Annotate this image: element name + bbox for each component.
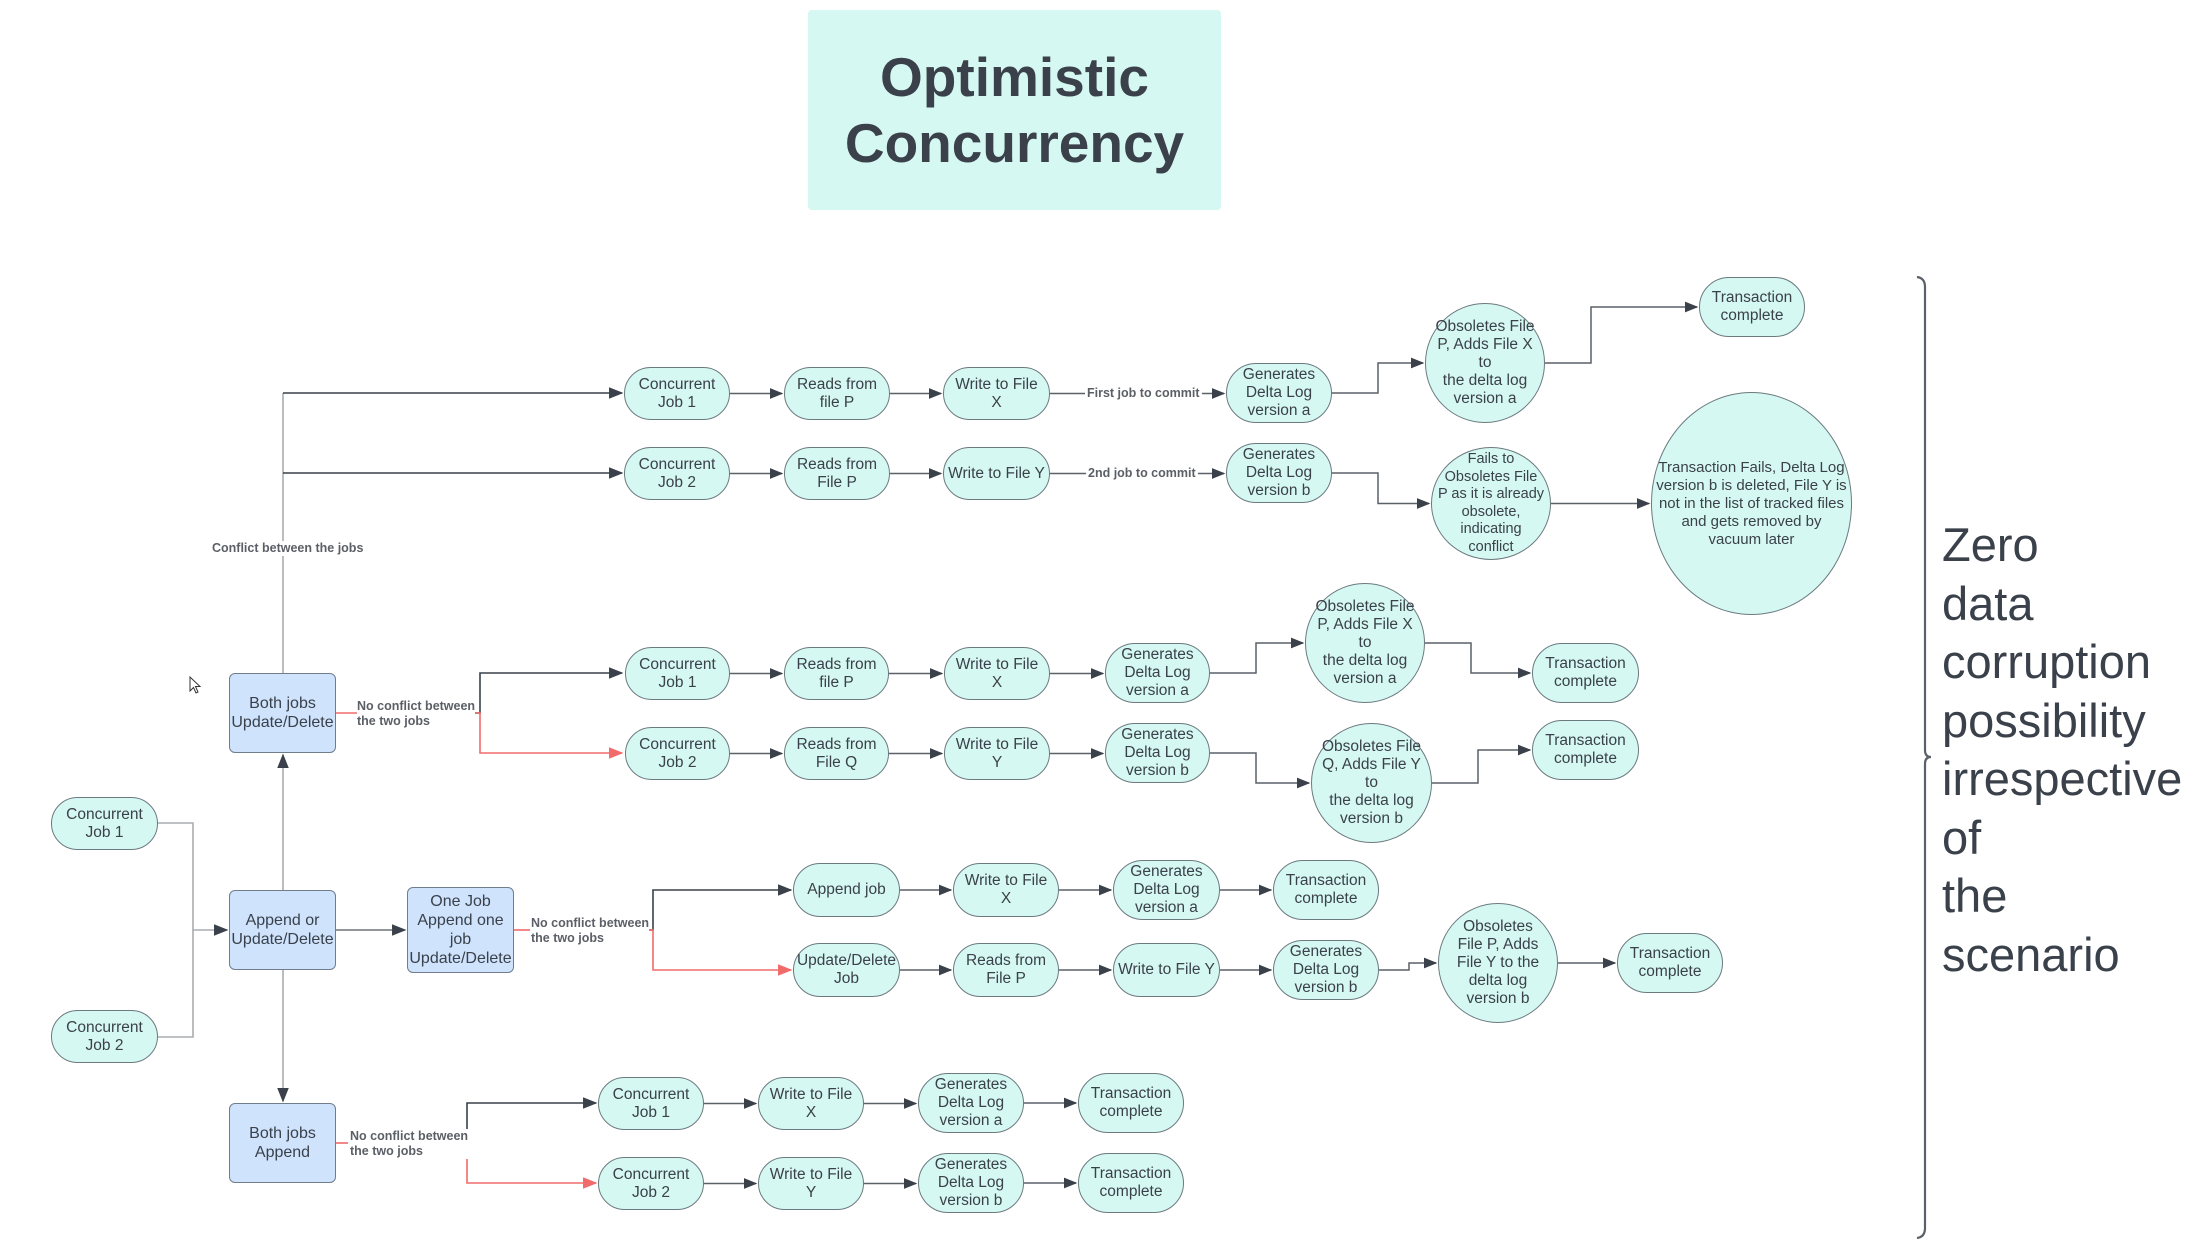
flow-node[interactable]: Append job xyxy=(793,863,900,917)
edge-nc1-job1 xyxy=(470,667,624,714)
flow-node[interactable]: Obsoletes File P, Adds File X to the del… xyxy=(1425,303,1545,423)
flow-node[interactable]: Reads from file P xyxy=(784,647,889,700)
edge-nc2-job1 xyxy=(643,884,793,931)
flow-node[interactable]: Write to File Y xyxy=(943,447,1050,500)
flow-node[interactable]: Generates Delta Log version b xyxy=(1226,443,1332,503)
edge-job1-to-decision xyxy=(158,822,229,936)
flow-node[interactable]: Transaction Fails, Delta Log version b i… xyxy=(1651,392,1852,615)
label-first-commit: First job to commit xyxy=(1085,386,1202,401)
flow-node[interactable]: Generates Delta Log version a xyxy=(1113,860,1220,920)
label-no-conflict-mixed: No conflict between the two jobs xyxy=(531,916,650,946)
flow-node[interactable]: Concurrent Job 1 xyxy=(625,647,730,700)
flow-node[interactable]: Reads from File P xyxy=(784,447,890,500)
summary-note: Zero data corruption possibility irrespe… xyxy=(1942,518,2183,981)
mouse-cursor-icon xyxy=(189,676,202,694)
flow-node[interactable]: Obsoletes File P, Adds File Y to the del… xyxy=(1438,903,1558,1023)
flow-node[interactable]: Fails to Obsoletes File P as it is alrea… xyxy=(1431,447,1551,560)
flow-node[interactable]: Write to File X xyxy=(953,863,1059,917)
decision-append-or-update[interactable]: Append or Update/Delete xyxy=(229,890,336,970)
page-title: Optimistic Concurrency xyxy=(844,46,1185,174)
input-concurrent-job-2[interactable]: Concurrent Job 2 xyxy=(51,1010,158,1063)
flow-node[interactable]: Generates Delta Log version b xyxy=(1273,940,1379,1000)
flow-node[interactable]: Write to File X xyxy=(944,647,1050,700)
flow-node[interactable]: Transaction complete xyxy=(1273,860,1379,920)
flow-node[interactable]: Generates Delta Log version a xyxy=(1105,643,1210,703)
edge-nc1-job2 xyxy=(470,712,624,759)
decision-both-append[interactable]: Both jobs Append xyxy=(229,1103,336,1183)
flow-node[interactable]: Concurrent Job 2 xyxy=(598,1157,704,1210)
flow-node[interactable]: Reads from File P xyxy=(953,943,1059,997)
label-no-conflict-update: No conflict between the two jobs xyxy=(357,699,476,729)
flow-node[interactable]: Write to File Y xyxy=(758,1157,864,1210)
summary-brace xyxy=(1916,275,1932,1240)
flow-node[interactable]: Update/Delete Job xyxy=(793,943,900,997)
flow-edge xyxy=(1332,472,1431,509)
decision-one-append-one-update[interactable]: One Job Append one job Update/Delete xyxy=(407,887,514,973)
flow-edge xyxy=(1210,637,1305,674)
flow-edge xyxy=(1332,357,1425,394)
flow-node[interactable]: Concurrent Job 2 xyxy=(624,447,730,500)
label-no-conflict-append: No conflict between the two jobs xyxy=(350,1129,469,1159)
flow-node[interactable]: Obsoletes File Q, Adds File Y to the del… xyxy=(1311,723,1432,843)
edge-nc3-job2 xyxy=(458,1142,598,1189)
edge-nc3-job1 xyxy=(458,1097,598,1144)
flow-node[interactable]: Transaction complete xyxy=(1699,277,1805,337)
flow-node[interactable]: Concurrent Job 1 xyxy=(624,367,730,420)
flow-edge xyxy=(1545,301,1699,364)
flow-node[interactable]: Concurrent Job 2 xyxy=(625,727,730,780)
edge-job2-to-decision xyxy=(158,930,194,1038)
input-concurrent-job-1[interactable]: Concurrent Job 1 xyxy=(51,797,158,850)
flow-node[interactable]: Transaction complete xyxy=(1617,933,1723,993)
flow-node[interactable]: Reads from file P xyxy=(784,367,890,420)
label-conflict: Conflict between the jobs xyxy=(212,541,364,556)
flow-edge xyxy=(1210,752,1311,789)
label-second-commit: 2nd job to commit xyxy=(1086,466,1198,481)
flow-node[interactable]: Generates Delta Log version a xyxy=(918,1073,1024,1133)
edge-nc2-job2 xyxy=(643,929,793,976)
flow-node[interactable]: Transaction complete xyxy=(1532,643,1639,703)
flow-node[interactable]: Generates Delta Log version b xyxy=(918,1153,1024,1213)
flow-node[interactable]: Transaction complete xyxy=(1532,720,1639,780)
flow-node[interactable]: Write to File Y xyxy=(1113,943,1220,997)
flow-node[interactable]: Write to File Y xyxy=(944,727,1050,780)
flow-node[interactable]: Generates Delta Log version a xyxy=(1226,363,1332,423)
flow-node[interactable]: Obsoletes File P, Adds File X to the del… xyxy=(1305,583,1425,703)
flow-node[interactable]: Reads from File Q xyxy=(784,727,889,780)
flow-node[interactable]: Transaction complete xyxy=(1078,1153,1184,1213)
flow-edge xyxy=(1425,642,1532,679)
flow-edge xyxy=(1432,744,1532,784)
flow-node[interactable]: Transaction complete xyxy=(1078,1073,1184,1133)
flow-node[interactable]: Write to File X xyxy=(943,367,1050,420)
flow-node[interactable]: Write to File X xyxy=(758,1077,864,1130)
title-box: Optimistic Concurrency xyxy=(808,10,1221,210)
flow-edge xyxy=(1379,957,1438,971)
flow-node[interactable]: Generates Delta Log version b xyxy=(1105,723,1210,783)
decision-both-update-delete[interactable]: Both jobs Update/Delete xyxy=(229,673,336,753)
flow-node[interactable]: Concurrent Job 1 xyxy=(598,1077,704,1130)
